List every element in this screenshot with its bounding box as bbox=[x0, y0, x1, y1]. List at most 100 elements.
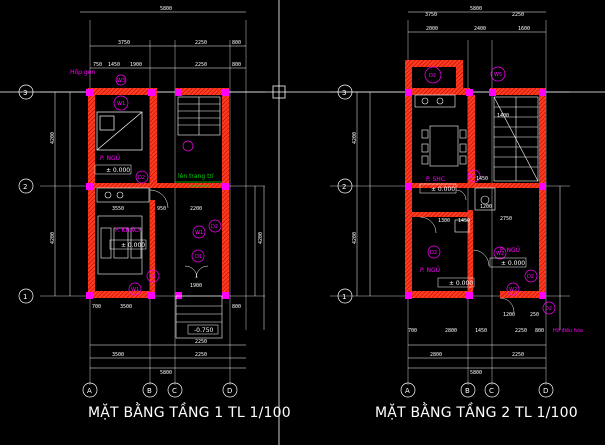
dim2-bottom2-1: 2250 bbox=[512, 352, 524, 358]
grid-col-a-f1: A bbox=[87, 387, 92, 395]
tag-text-0: W1 bbox=[117, 101, 125, 107]
grid-col-d-f1: D bbox=[227, 387, 232, 395]
dim2-small-4: 1300 bbox=[438, 218, 450, 224]
dimension-texts-floor1: 5800 3750 2250 800 750 1450 1900 2250 80… bbox=[50, 6, 264, 376]
dim2-small-5: 1450 bbox=[458, 218, 470, 224]
grid-row-2-f2: 2 bbox=[342, 183, 346, 191]
grid-col-a-f2: A bbox=[405, 387, 410, 395]
grid-row-1-f2: 1 bbox=[342, 293, 346, 301]
kitchen-counter bbox=[96, 187, 150, 203]
dimension-texts-floor2: 5800 3750 2250 2000 2400 1600 700 2800 1… bbox=[352, 6, 544, 376]
stair-floor2 bbox=[493, 96, 539, 182]
dim-top2-3: 2250 bbox=[195, 62, 207, 68]
walls-floor2 bbox=[405, 60, 546, 298]
tag2-text-5: D2 bbox=[527, 274, 534, 280]
tag-text-2: D1 bbox=[195, 254, 202, 260]
dim2-bottom2-0: 2800 bbox=[430, 352, 442, 358]
dim2-small-6: 1200 bbox=[503, 312, 515, 318]
grid-row-3-f2: 3 bbox=[342, 89, 346, 97]
dim2-top-0: 3750 bbox=[425, 12, 437, 18]
grid-bubble-labels: 3 2 1 3 2 1 A B C D A B C D bbox=[23, 89, 548, 395]
dim-mid-0: 3550 bbox=[112, 206, 124, 212]
bathroom-floor2 bbox=[454, 187, 496, 233]
tag-text-4: W1 bbox=[131, 287, 139, 293]
stair-label: lên trang trí bbox=[178, 173, 214, 180]
tag2-text-4: W2 bbox=[496, 251, 504, 257]
tag-texts-floor1: W1 D2 D1 W1 W1 D2 D1 W3 bbox=[117, 78, 218, 293]
door-swings-floor1 bbox=[149, 189, 209, 279]
dim-bottom-2: 2250 bbox=[195, 339, 207, 345]
walls-floor1 bbox=[88, 88, 229, 298]
green-annotation-floor1 bbox=[175, 181, 222, 187]
dim-bottom-1: 3500 bbox=[120, 304, 132, 310]
grid-col-b-f2: B bbox=[465, 387, 470, 395]
dim2-top2-1: 2400 bbox=[474, 26, 486, 32]
floor1-title: MẶT BẰNG TẦNG 1 TL 1/100 bbox=[88, 405, 291, 421]
porch-stair bbox=[175, 295, 223, 339]
tags-floor2 bbox=[424, 66, 556, 315]
elev-bedroom-a: ± 0.000 bbox=[449, 280, 473, 287]
floor-plan-level-2: P. SHC P. NGỦ P. NGỦ Hồ điều hòa ± 0.000… bbox=[330, 6, 583, 385]
elev-bedroom: ± 0.000 bbox=[106, 167, 130, 174]
floor-plan-level-1: Hồp gen P. NGỦ P. KHÁCH lên trang trí ± … bbox=[40, 6, 265, 385]
tag2-text-3: D2 bbox=[430, 250, 437, 256]
elevation-labels-floor1: ± 0.000 ± 0.000 -0.750 bbox=[94, 164, 219, 335]
tag2-text-1: W5 bbox=[494, 72, 502, 78]
tag-text-6: D1 bbox=[149, 274, 156, 280]
dim2-top-1: 2250 bbox=[512, 12, 524, 18]
dim2-top-total: 5800 bbox=[470, 6, 482, 12]
living-room-furniture bbox=[97, 215, 143, 275]
dim2-small-3: 2750 bbox=[500, 216, 512, 222]
grid-col-c-f1: C bbox=[172, 387, 177, 395]
dim-left-0: 4200 bbox=[50, 132, 56, 144]
dim2-left-0: 4200 bbox=[352, 132, 358, 144]
dim2-small-1: 1450 bbox=[476, 176, 488, 182]
elev-shc: ± 0.000 bbox=[431, 186, 455, 193]
columns-floor1 bbox=[86, 89, 229, 299]
tag-texts-floor2: D2 W5 D1 D2 W2 D2 W2 D2 bbox=[429, 72, 552, 312]
dim2-bottom-2: 1450 bbox=[475, 328, 487, 334]
dim-top-total: 5800 bbox=[160, 6, 172, 12]
label-hop-gen: Hồp gen bbox=[70, 68, 95, 76]
door-swings-floor2 bbox=[419, 189, 515, 313]
tags-floor1 bbox=[113, 74, 222, 296]
dim-mid-1: 950 bbox=[157, 206, 166, 212]
dim-bottom-0: 700 bbox=[92, 304, 101, 310]
bed-furniture bbox=[96, 111, 143, 151]
dim2-small-2: 1200 bbox=[480, 204, 492, 210]
grid-col-d-f2: D bbox=[543, 387, 548, 395]
dim-top-2: 800 bbox=[232, 40, 241, 46]
dim-left-1: 4200 bbox=[50, 232, 56, 244]
dim2-top2-0: 2000 bbox=[426, 26, 438, 32]
dim2-bottom-4: 800 bbox=[535, 328, 544, 334]
dim2-bottom-1: 2800 bbox=[445, 328, 457, 334]
tag-text-1: D2 bbox=[138, 175, 145, 181]
tag-text-3: W1 bbox=[195, 230, 203, 236]
dim-porch: 1900 bbox=[190, 283, 202, 289]
dim-bottom2-0: 3500 bbox=[112, 352, 124, 358]
room-label-bedroom-a: P. NGỦ bbox=[420, 266, 440, 274]
grid-row-1-f1: 1 bbox=[23, 293, 27, 301]
dim2-small-7: 250 bbox=[530, 312, 539, 318]
dimension-lines-floor1 bbox=[54, 11, 265, 369]
floor2-title: MẶT BẰNG TẦNG 2 TL 1/100 bbox=[375, 405, 578, 421]
dim-top2-0: 750 bbox=[93, 62, 102, 68]
columns-floor2 bbox=[405, 89, 546, 299]
stair-floor1 bbox=[177, 96, 221, 136]
label-ho-dieu-hoa: Hồ điều hòa bbox=[553, 326, 583, 334]
dim-bottom2-1: 2250 bbox=[195, 352, 207, 358]
dim-right-0: 4200 bbox=[258, 232, 264, 244]
tag2-text-2: D1 bbox=[470, 174, 477, 180]
room-label-shc: P. SHC bbox=[426, 176, 445, 183]
room-label-bedroom: P. NGỦ bbox=[100, 154, 120, 162]
elev-porch: -0.750 bbox=[194, 327, 214, 334]
room-label-bedroom-b: P. NGỦ bbox=[500, 246, 520, 254]
grid-col-b-f1: B bbox=[147, 387, 152, 395]
dim2-left-1: 4200 bbox=[352, 232, 358, 244]
elev-bedroom-b: ± 0.000 bbox=[501, 260, 525, 267]
tag2-text-0: D2 bbox=[429, 73, 436, 79]
labels-floor1: Hồp gen P. NGỦ P. KHÁCH lên trang trí bbox=[70, 68, 214, 234]
dim2-bottom-total: 5800 bbox=[470, 370, 482, 376]
dim2-bottom-3: 2250 bbox=[515, 328, 527, 334]
